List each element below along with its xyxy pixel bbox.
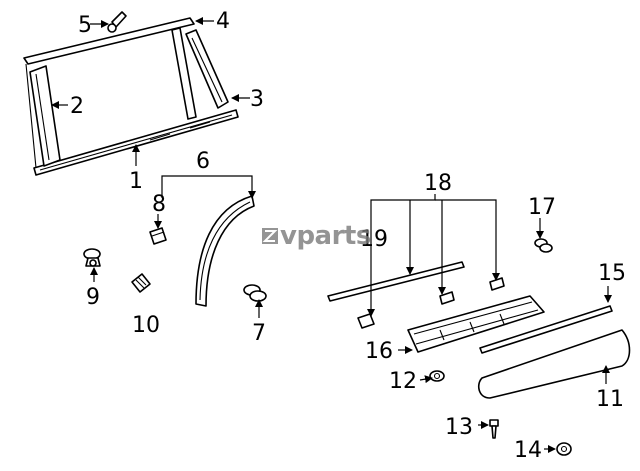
clip-part-7 <box>243 284 267 302</box>
callout-6: 6 <box>196 149 210 174</box>
callout-14: 14 <box>514 438 542 463</box>
clip-part-8 <box>149 227 167 245</box>
upper-frame-molding <box>23 17 195 65</box>
callout-7: 7 <box>252 321 266 346</box>
callout-9: 9 <box>86 285 100 310</box>
retainer-part-10 <box>131 273 151 293</box>
callout-12: 12 <box>389 369 417 394</box>
front-pillar-garnish <box>29 65 61 167</box>
callout-8: 8 <box>152 192 166 217</box>
callout-15: 15 <box>598 261 626 286</box>
callout-13: 13 <box>445 415 473 440</box>
center-pillar-garnish <box>171 27 197 120</box>
side-stripe <box>479 305 613 354</box>
clip-part-9 <box>83 248 101 267</box>
clip-part-18a <box>439 291 455 305</box>
watermark-logo-icon <box>262 228 278 244</box>
clip-part-19 <box>357 313 375 329</box>
callout-19: 19 <box>360 227 388 252</box>
callout-5: 5 <box>78 13 92 38</box>
rocker-panel-molding <box>407 295 545 353</box>
callout-4: 4 <box>216 9 230 34</box>
callout-10: 10 <box>132 313 160 338</box>
callout-16: 16 <box>365 339 393 364</box>
callout-3: 3 <box>250 87 264 112</box>
window-frame-assembly <box>23 17 239 176</box>
side-sill-panel <box>477 329 631 399</box>
clip-part-18b <box>489 277 505 291</box>
callout-1: 1 <box>129 169 143 194</box>
watermark-text: vparts <box>280 221 371 251</box>
screw-part-13 <box>489 419 499 439</box>
leader-lines <box>51 17 612 453</box>
clip-part-17 <box>534 238 553 253</box>
clip-part-12 <box>429 370 445 382</box>
callout-2: 2 <box>70 94 84 119</box>
nut-part-14 <box>556 442 572 456</box>
callout-labels: 5 4 3 2 1 6 8 9 10 7 18 19 17 15 16 12 1… <box>70 9 626 463</box>
callout-18: 18 <box>424 171 452 196</box>
clip-part-5 <box>107 11 127 33</box>
callout-11: 11 <box>596 387 624 412</box>
callout-17: 17 <box>528 195 556 220</box>
watermark: vparts <box>262 221 371 251</box>
rocker-strip-molding <box>327 261 465 302</box>
